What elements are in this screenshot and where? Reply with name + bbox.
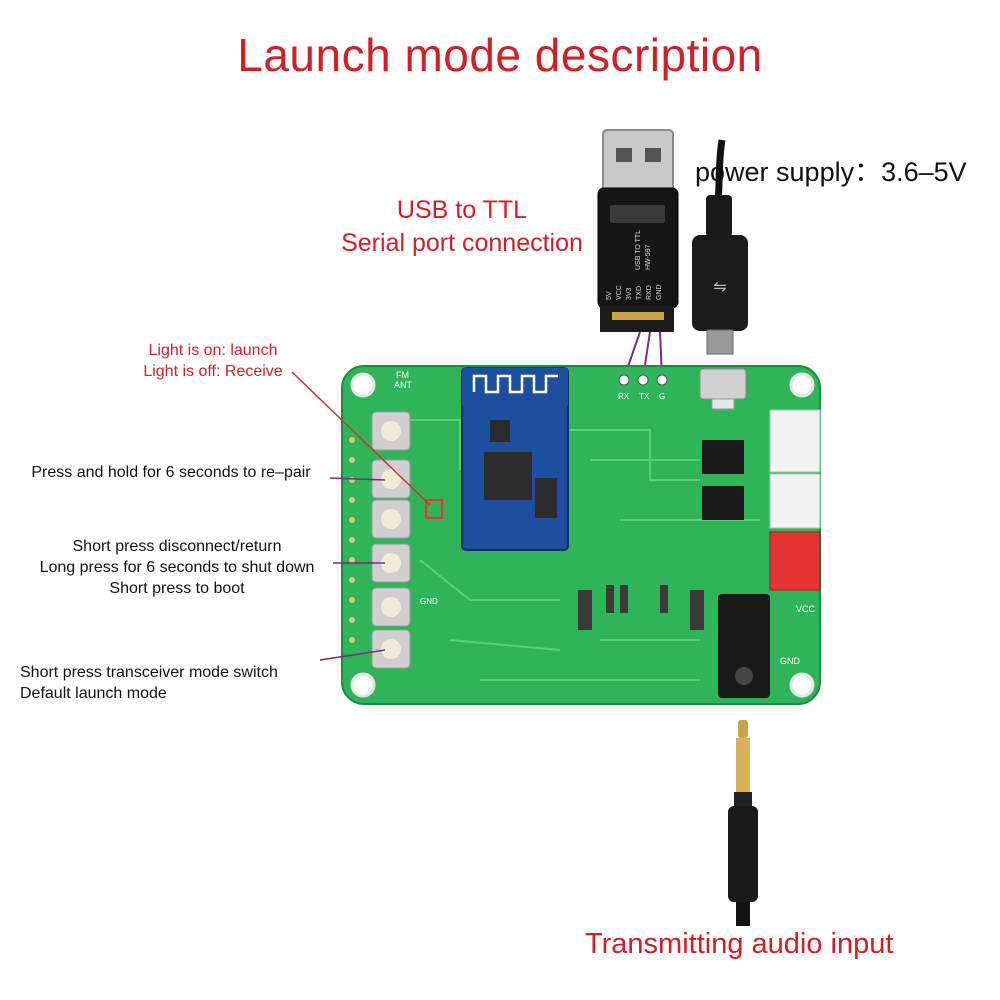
usb-pin-vcc: VCC (616, 285, 623, 300)
usb-pin-gnd: GND (656, 284, 663, 300)
pin-label-g: G (659, 392, 665, 401)
usb-pin-3v3: 3V3 (626, 287, 633, 300)
usb-pin-rxd: RXD (646, 285, 653, 300)
button-power[interactable] (371, 543, 411, 583)
power-button-line2: Long press for 6 seconds to shut down (39, 559, 315, 576)
micro-usb-cable: ⇋ (692, 139, 748, 355)
usb-pin-5v: 5V (606, 291, 613, 300)
power-button-label: Short press disconnect/return Long press… (20, 536, 334, 599)
audio-input-label: Transmitting audio input (585, 928, 894, 960)
light-off-text: Light is off: Receive (143, 363, 283, 380)
silk-ant: ANT (394, 380, 413, 390)
button-5[interactable] (371, 587, 411, 627)
board-buttons (371, 411, 411, 669)
repair-button-label: Press and hold for 6 seconds to re–pair (31, 464, 311, 481)
page-title: Launch mode description (237, 29, 763, 81)
usb-module-model: HW-597 (645, 244, 652, 270)
mode-button-line2: Default launch mode (20, 685, 167, 702)
pin-label-rx: RX (618, 392, 630, 401)
pin-label-tx: TX (639, 392, 650, 401)
usb-ttl-label-line2: Serial port connection (341, 229, 583, 257)
mode-button-line1: Short press transceiver mode switch (20, 664, 278, 681)
silk-vcc: VCC (796, 604, 816, 614)
button-1[interactable] (371, 411, 411, 451)
audio-plug (728, 720, 758, 926)
usb-ttl-label: USB to TTL Serial port connection (322, 194, 602, 260)
light-callout-line (291, 371, 431, 506)
light-status-label: Light is on: launch Light is off: Receiv… (118, 340, 308, 382)
button-mode[interactable] (371, 629, 411, 669)
button-3[interactable] (371, 499, 411, 539)
silkscreen-text: FM ANT GND VCC GND RX TX G (394, 370, 816, 666)
mode-button-label: Short press transceiver mode switch Defa… (20, 662, 320, 704)
button-repair[interactable] (371, 459, 411, 499)
svg-text:⇋: ⇋ (713, 279, 726, 296)
power-button-line3: Short press to boot (109, 580, 245, 597)
light-on-text: Light is on: launch (148, 342, 278, 359)
callout-lines (319, 477, 386, 661)
silk-gnd-left: GND (420, 597, 438, 606)
usb-ttl-module (597, 129, 679, 332)
usb-module-labels: 5V VCC 3V3 TXD RXD GND USB TO TTL HW-597 (606, 230, 663, 300)
power-supply-label: power supply：3.6–5V (695, 157, 967, 187)
usb-ttl-label-line1: USB to TTL (396, 196, 528, 224)
power-button-line1: Short press disconnect/return (72, 538, 282, 555)
usb-pin-txd: TXD (636, 286, 643, 300)
usb-module-name: USB TO TTL (635, 230, 642, 270)
silk-gnd-right: GND (780, 656, 801, 666)
silk-fm: FM (396, 370, 409, 380)
pcb-board (341, 365, 821, 705)
